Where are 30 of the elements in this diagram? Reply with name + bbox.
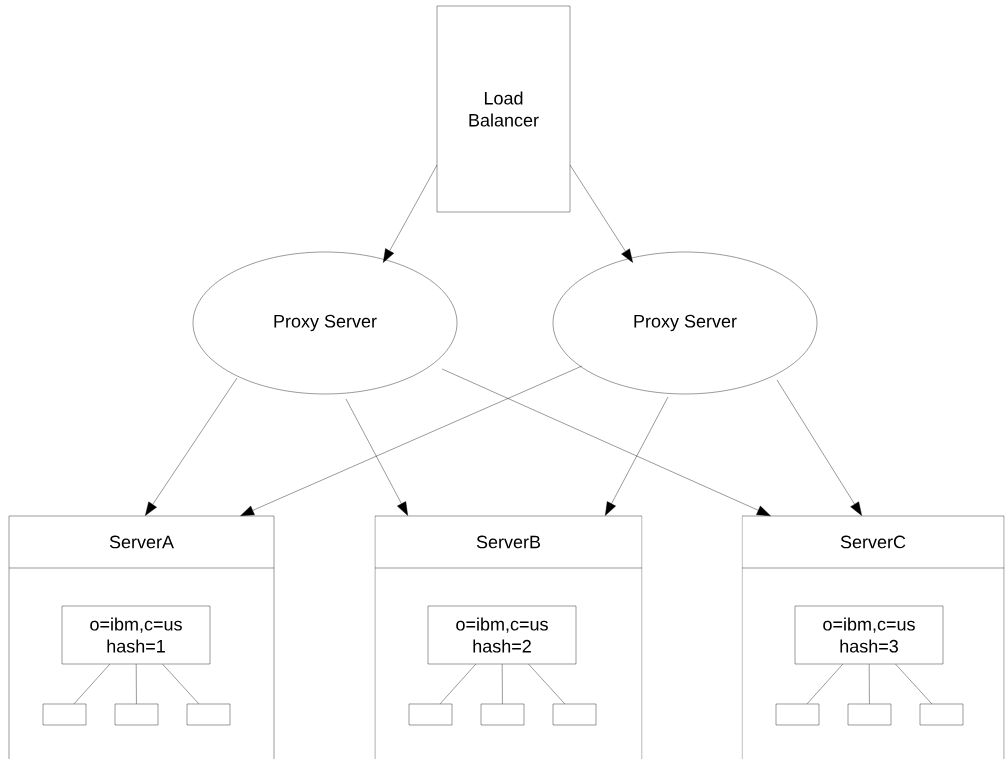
arrow	[776, 379, 862, 516]
directory-entry-box: o=ibm,c=us hash=3	[794, 605, 944, 665]
arrow	[383, 164, 438, 263]
tree-line	[73, 664, 110, 704]
tree-line	[806, 664, 843, 704]
arrow	[240, 365, 583, 516]
tree-line	[895, 664, 932, 704]
child-entry-box	[186, 703, 231, 726]
tree-line	[868, 664, 870, 704]
tree-line	[502, 664, 503, 704]
arrow	[145, 377, 238, 516]
child-entry-box	[408, 703, 453, 726]
tree-line	[528, 664, 565, 704]
child-entry-box	[775, 703, 820, 726]
child-entry-box	[919, 703, 964, 726]
arrow	[345, 398, 408, 516]
child-entry-box	[847, 703, 892, 726]
tree-line	[136, 664, 137, 704]
directory-entry-box: o=ibm,c=us hash=1	[61, 605, 211, 665]
load-balancer-box: Load Balancer	[436, 5, 571, 213]
arrow	[605, 396, 669, 516]
child-entry-box	[42, 703, 87, 726]
tree-line	[162, 664, 199, 704]
tree-line	[439, 664, 476, 704]
directory-entry-box: o=ibm,c=us hash=2	[427, 605, 577, 665]
arrow	[569, 164, 633, 263]
child-entry-box	[480, 703, 525, 726]
child-entry-box	[114, 703, 159, 726]
arrow	[441, 368, 771, 516]
child-entry-box	[552, 703, 597, 726]
